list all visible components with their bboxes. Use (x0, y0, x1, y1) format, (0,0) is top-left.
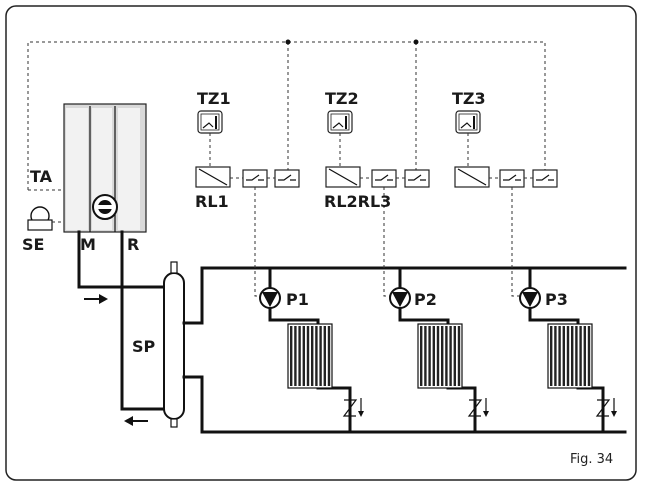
return-label: R (127, 235, 139, 254)
zone-1-radiator-icon (287, 323, 333, 389)
zone-2-radiator-icon (417, 323, 463, 389)
zone-1-pump-icon (259, 287, 281, 309)
zone-2-thermostat-icon (327, 110, 353, 167)
zone-3-switch-1-icon (499, 169, 525, 188)
pump-3-label: P3 (545, 290, 568, 309)
zone-3-valve-icon (595, 398, 617, 417)
boiler-control-dial-icon (92, 194, 118, 220)
relay-1-label: RL1 (195, 192, 229, 211)
pump-2-label: P2 (414, 290, 437, 309)
secondary-circuit-pipes (182, 266, 627, 434)
outdoor-sensor-icon (27, 206, 64, 231)
zone-2-thermostat-label: TZ2 (325, 89, 359, 108)
control-bus (27, 39, 546, 191)
zone-2-pump-icon (389, 287, 411, 309)
separator-label: SP (132, 337, 156, 356)
zone-3-relay-icon (454, 166, 490, 188)
zone-1-switch-2-icon (274, 169, 300, 188)
relay-2-3-label: RL2RL3 (324, 192, 391, 211)
boiler (63, 103, 147, 233)
boiler-pipes (77, 230, 168, 411)
zone-1-thermostat-icon (197, 110, 223, 167)
outdoor-thermostat-label: TA (30, 167, 53, 186)
zone-1-switch-1-icon (242, 169, 268, 188)
zone-1-thermostat-label: TZ1 (197, 89, 231, 108)
zone-3-thermostat-label: TZ3 (452, 89, 486, 108)
figure-caption: Fig. 34 (570, 452, 613, 467)
zone-2-switch-1-icon (371, 169, 397, 188)
zone-3-pump-icon (519, 287, 541, 309)
hydraulic-separator (163, 261, 185, 428)
zone-1 (195, 110, 364, 434)
zone-3-switch-2-icon (532, 169, 558, 188)
supply-label: M (80, 235, 96, 254)
figure-frame (5, 5, 637, 481)
outdoor-sensor-label: SE (22, 235, 44, 254)
zone-3-radiator-icon (547, 323, 593, 389)
zone-2-valve-icon (467, 398, 489, 417)
flow-arrow-supply-icon (84, 294, 108, 304)
flow-arrow-return-icon (124, 416, 148, 426)
zone-2-switch-2-icon (404, 169, 430, 188)
zone-1-valve-icon (342, 398, 364, 417)
zone-2 (325, 110, 489, 434)
zone-3-thermostat-icon (455, 110, 481, 167)
zone-3 (454, 110, 617, 434)
pump-1-label: P1 (286, 290, 309, 309)
zone-2-relay-icon (325, 166, 361, 188)
zone-1-relay-icon (195, 166, 231, 188)
